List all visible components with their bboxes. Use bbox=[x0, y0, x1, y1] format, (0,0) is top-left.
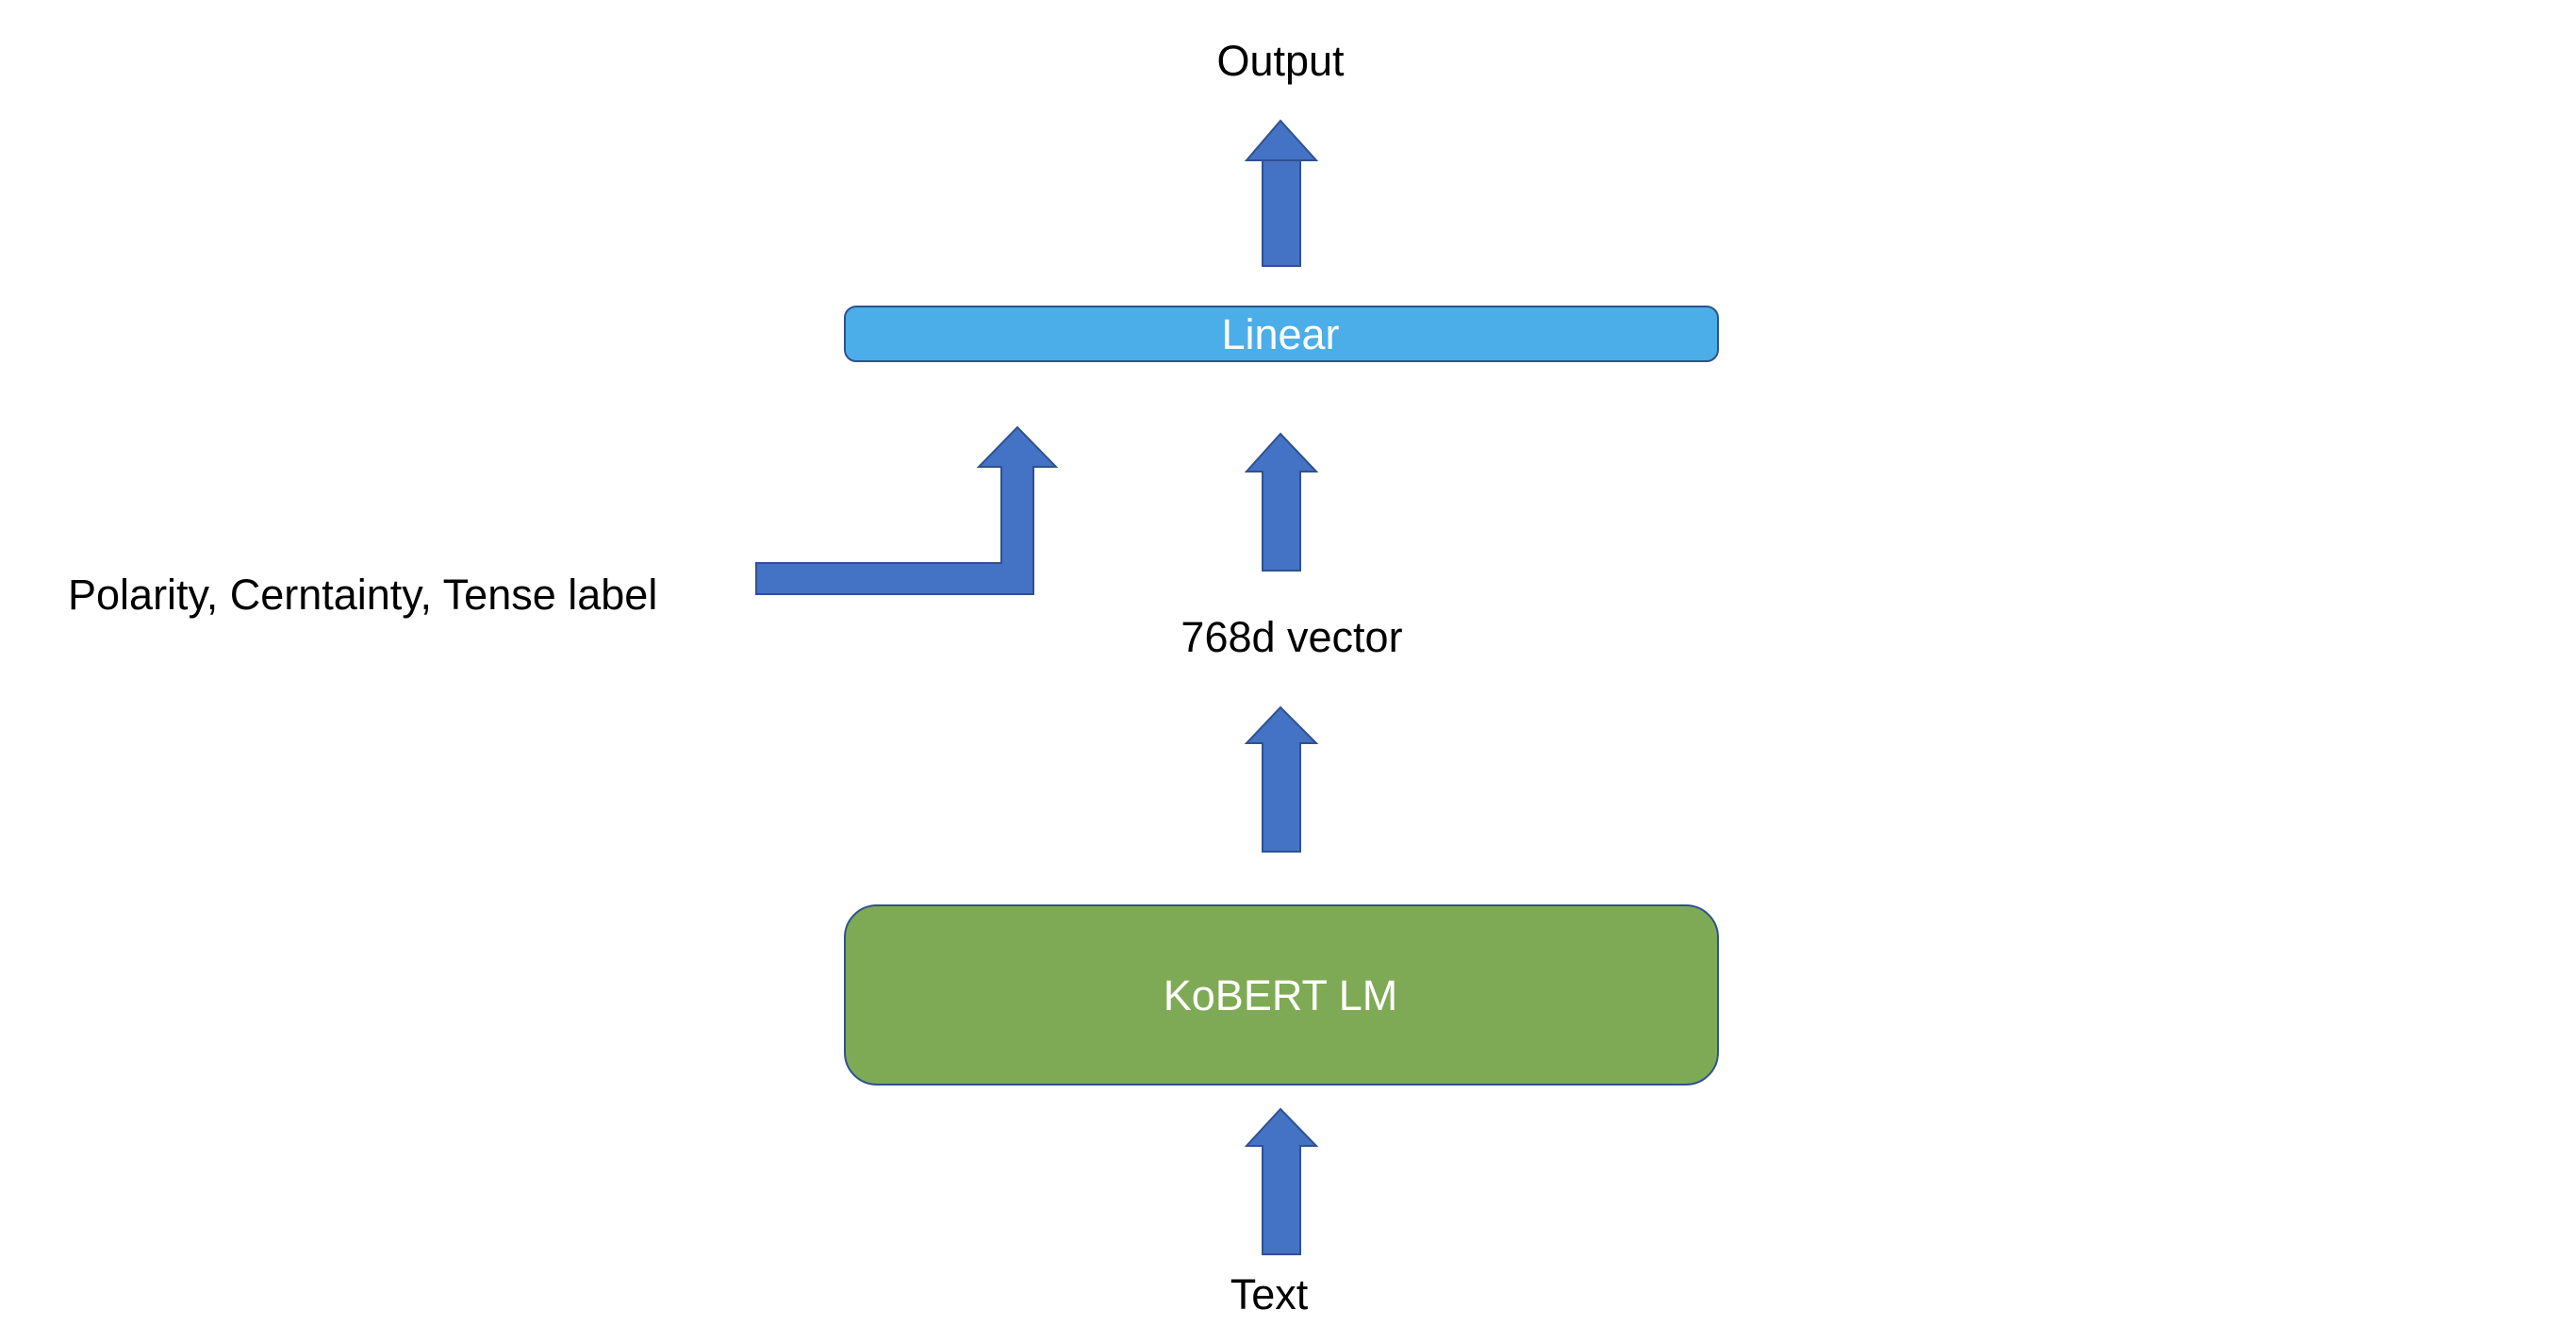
kobert-lm-rect bbox=[844, 904, 1719, 1086]
input-text-label: Text bbox=[1230, 1270, 1309, 1318]
arrow-linear-to-output bbox=[1244, 119, 1319, 267]
linear-layer-rect bbox=[844, 306, 1719, 362]
linear-layer-box: Linear bbox=[844, 306, 1719, 362]
arrow-text-to-kobert bbox=[1244, 1107, 1319, 1255]
arrow-kobert-to-vector bbox=[1244, 705, 1319, 853]
arrow-side-input-to-linear bbox=[755, 425, 1059, 595]
side-input-label: Polarity, Cerntainty, Tense label bbox=[68, 571, 657, 619]
arrow-vector-to-linear bbox=[1244, 432, 1319, 572]
linear-layer-label: Linear bbox=[1221, 310, 1339, 358]
vector-label: 768d vector bbox=[1181, 613, 1402, 661]
kobert-lm-box: KoBERT LM bbox=[844, 904, 1719, 1086]
output-label: Output bbox=[1216, 37, 1345, 85]
kobert-lm-label: KoBERT LM bbox=[1164, 971, 1397, 1019]
